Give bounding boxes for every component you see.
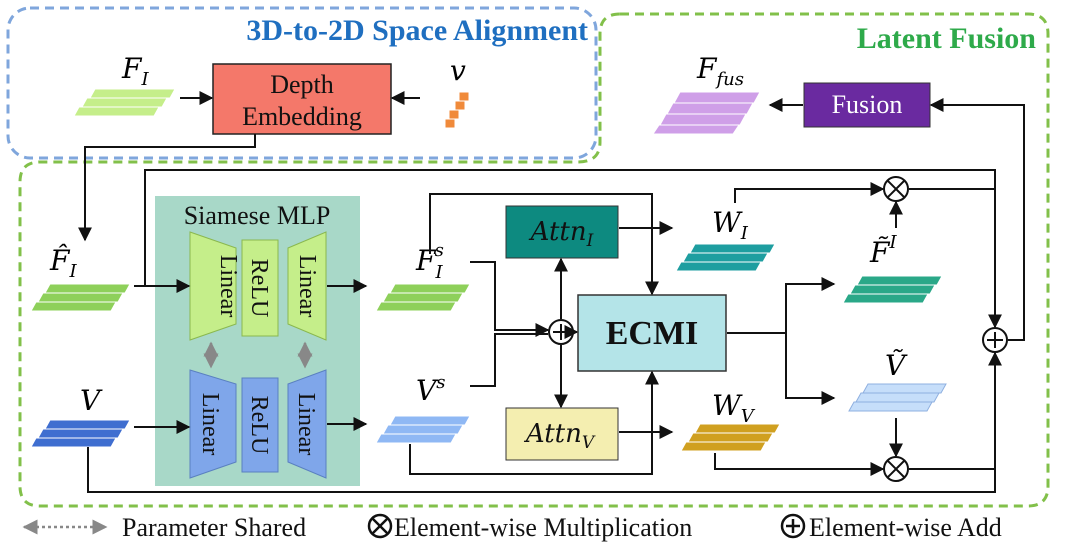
- fis-bypass-line: [429, 193, 659, 296]
- ecmi-to-vtilde-arrow: [785, 333, 836, 405]
- v-big-label: V: [80, 384, 103, 417]
- vs-bypass-line: [409, 370, 659, 475]
- v-tilde-label: Ṽ: [885, 349, 908, 382]
- linear-bottom-1: [189, 369, 237, 479]
- alignment-section: [6, 6, 598, 160]
- relu-bottom: [241, 377, 279, 473]
- v-point-stack: [444, 91, 470, 129]
- fusion-block: [803, 82, 931, 128]
- siamese-mlp-title: Siamese MLP: [184, 201, 331, 230]
- linear-top-1-label: Linear: [215, 255, 241, 318]
- attn-v-label: AttnV: [524, 419, 596, 453]
- f-tilde-i-label: F̃I: [869, 232, 897, 269]
- v-s-label: Vs: [416, 372, 445, 407]
- f-fus-feature-stack: [652, 91, 761, 135]
- f-i-feature-stack: [73, 88, 176, 117]
- add-to-fusion-arrow: [929, 98, 1025, 341]
- f-i-hat-label: F̂I: [49, 244, 77, 282]
- f-i-label: FI: [121, 52, 149, 90]
- linear-top-2: [287, 231, 327, 341]
- f-fus-label: Ffus: [696, 52, 744, 90]
- fusion-title: Latent Fusion: [857, 22, 1037, 55]
- depth-embedding-line1: Depth: [270, 70, 334, 99]
- legend-multiply-label: Element-wise Multiplication: [394, 513, 692, 542]
- depth-embedding-line2: Embedding: [242, 102, 362, 131]
- f-tilde-i-feature-stack: [842, 275, 943, 304]
- attn-i-block: [505, 205, 619, 259]
- v-feature-stack: [30, 419, 131, 448]
- linear-bottom-1-label: Linear: [197, 393, 223, 456]
- vs-to-add-line: [470, 333, 548, 387]
- f-i-s-feature-stack: [375, 283, 471, 312]
- attn-v-block: [505, 407, 619, 461]
- fis-to-add-line: [470, 261, 550, 337]
- linear-top-2-label: Linear: [294, 255, 320, 318]
- v-tilde-feature-stack: [848, 383, 947, 412]
- ecmi-to-ftilde-arrow: [727, 277, 836, 334]
- alignment-title: 3D-to-2D Space Alignment: [246, 14, 588, 47]
- v-bottom-bypass-line: [87, 351, 1002, 493]
- depth-to-fhat-arrow: [78, 134, 256, 242]
- fusion-block-label: Fusion: [832, 90, 903, 119]
- f-i-s-label: FIs: [415, 240, 444, 283]
- relu-top: [241, 239, 279, 337]
- w-i-label: WI: [712, 206, 749, 244]
- fusion-section: [18, 12, 1050, 508]
- w-v-feature-stack: [680, 423, 781, 452]
- wv-to-multiply-line: [714, 453, 885, 476]
- legend-add-icon: [780, 513, 806, 539]
- v-s-feature-stack: [375, 415, 471, 444]
- relu-top-label: ReLU: [246, 259, 272, 318]
- v-small-label: v: [450, 54, 466, 87]
- wi-to-multiply-line: [734, 182, 885, 203]
- legend-add-label: Element-wise Add: [809, 513, 1002, 542]
- depth-embedding-block: [212, 63, 392, 135]
- f-i-hat-feature-stack: [30, 283, 131, 312]
- w-i-feature-stack: [675, 243, 776, 272]
- linear-bottom-2-label: Linear: [293, 393, 319, 456]
- ecmi-label: ECMI: [606, 315, 699, 352]
- w-v-label: WV: [712, 389, 756, 427]
- legend-shared-label: Parameter Shared: [122, 513, 306, 542]
- linear-bottom-2: [287, 369, 327, 479]
- relu-bottom-label: ReLU: [246, 396, 272, 455]
- legend-multiply-icon: [367, 513, 393, 539]
- fhat-top-bypass-line: [144, 169, 1002, 329]
- linear-top-1: [189, 231, 237, 341]
- attn-i-label: AttnI: [529, 217, 594, 251]
